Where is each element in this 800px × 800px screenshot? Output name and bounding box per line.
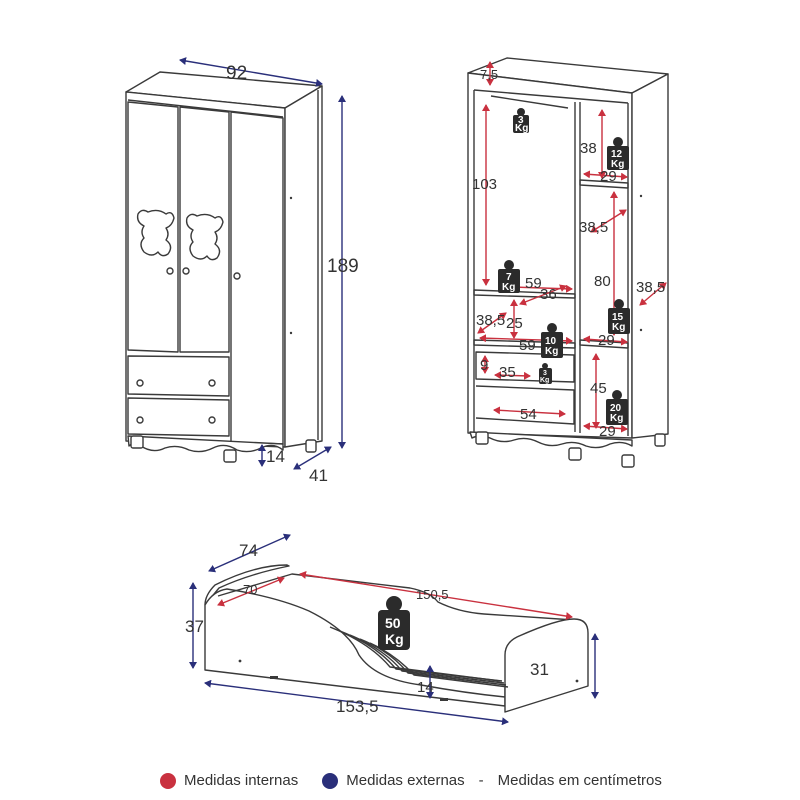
depth-dimension-line (293, 446, 332, 470)
hanging-rail (490, 95, 569, 109)
weight-badge-icon: 3 Kg (513, 108, 529, 134)
bottom-width-label: 54 (520, 406, 537, 423)
legend-item-external: Medidas externas (322, 772, 465, 789)
door-knob-icon (182, 267, 190, 275)
svg-text:Kg: Kg (611, 159, 624, 170)
depth-label: 41 (309, 466, 328, 485)
svg-text:Kg: Kg (515, 123, 528, 134)
svg-text:Kg: Kg (612, 322, 625, 333)
shelf-inner-label: 36 (540, 286, 557, 303)
left-gap-label: 25 (506, 315, 523, 332)
svg-text:Kg: Kg (610, 413, 623, 424)
weight-badge-icon: 15 Kg (608, 299, 630, 334)
bed-length-label: 153,5 (336, 697, 379, 716)
wardrobe-interior-view: 7,5 103 38 29 38,5 80 38,5 59 36 38,5 25… (467, 57, 669, 468)
svg-text:7: 7 (506, 272, 512, 283)
upper-drawer (127, 355, 230, 397)
middle-right-height-label: 80 (594, 273, 611, 290)
width-label: 92 (226, 63, 247, 84)
wardrobe-foot (130, 435, 144, 449)
drawer-knob-icon (208, 416, 216, 424)
upper-right-height-label: 38 (580, 140, 597, 157)
svg-text:Kg: Kg (545, 346, 558, 357)
weight-badge-icon: 12 Kg (607, 137, 629, 170)
svg-text:Kg: Kg (540, 377, 549, 384)
wardrobe-foot (223, 449, 237, 463)
interior-side (631, 73, 669, 439)
top-gap-label: 7,5 (480, 67, 498, 82)
wardrobe-exterior-view: 92 189 41 14 (125, 57, 359, 485)
bed-base-height-label: 14 (417, 679, 434, 696)
bed-foot-height-label: 31 (530, 660, 549, 679)
svg-text:3: 3 (518, 115, 524, 126)
svg-text:50: 50 (385, 615, 401, 631)
legend-item-internal: Medidas internas (160, 772, 298, 789)
interior-divider (574, 102, 581, 433)
drawer-knob-icon (208, 379, 216, 387)
side-depth-label: 38,5 (636, 279, 665, 296)
svg-text:10: 10 (545, 336, 557, 347)
door-knob-icon (233, 272, 241, 280)
weight-badge-icon: 50 Kg (378, 596, 410, 650)
drawer-height-label: 9 (480, 357, 488, 374)
height-label: 189 (327, 256, 359, 277)
bed-view: 50 Kg 74 70 150,5 37 31 14 153,5 (185, 533, 599, 726)
legend-separator: - (478, 772, 484, 789)
lower-right-height-label: 45 (590, 380, 607, 397)
left-depth-label: 38,5 (476, 312, 505, 329)
bed-footboard (504, 618, 589, 713)
drawer-width-label: 35 (499, 364, 516, 381)
wardrobe-foot (654, 433, 666, 447)
door-knob-icon (166, 267, 174, 275)
svg-text:20: 20 (610, 403, 622, 414)
hanging-height-label: 103 (472, 176, 497, 193)
legend-internal-label: Medidas internas (184, 772, 299, 789)
weight-badge-icon: 7 Kg (498, 260, 520, 293)
weight-badge-icon: 3 Kg (539, 363, 552, 384)
internal-dot-icon (160, 772, 176, 789)
bottom-right-width-label: 29 (599, 423, 616, 440)
drawer-knob-icon (136, 379, 144, 387)
upper-right-width-label: 29 (600, 168, 617, 185)
left-door (127, 101, 179, 353)
lower-drawer (127, 397, 230, 437)
legend-unit-note: Medidas em centímetros (497, 772, 662, 789)
middle-door (179, 106, 230, 353)
bear-cutout-icon (185, 213, 224, 261)
wardrobe-foot (568, 447, 582, 461)
middle-right-depth-label: 38,5 (579, 219, 608, 236)
svg-text:3: 3 (543, 370, 547, 377)
bed-height-label: 37 (185, 617, 204, 636)
legend-external-label: Medidas externas (346, 772, 465, 789)
wardrobe-foot (305, 439, 317, 453)
weight-badge-icon: 10 Kg (541, 323, 563, 358)
wardrobe-side (284, 85, 323, 448)
bed-inner-width-label: 70 (243, 582, 257, 597)
mid-right-width-label: 29 (598, 332, 615, 349)
svg-text:Kg: Kg (502, 282, 515, 293)
svg-text:12: 12 (611, 149, 623, 160)
bear-cutout-icon (136, 209, 175, 257)
wardrobe-foot (621, 454, 635, 468)
svg-text:Kg: Kg (385, 631, 404, 647)
bed-inner-length-label: 150,5 (416, 587, 449, 602)
width-dimension-line (179, 57, 323, 87)
weight-badge-icon: 20 Kg (606, 390, 628, 425)
interior-base (469, 431, 633, 449)
legend: Medidas internas Medidas externas - Medi… (160, 772, 662, 789)
middle-shelf-width-label: 59 (519, 337, 536, 354)
bed-slats (329, 626, 509, 688)
svg-text:15: 15 (612, 312, 624, 323)
external-dot-icon (322, 772, 339, 789)
wardrobe-foot (475, 431, 489, 445)
foot-label: 14 (266, 447, 285, 466)
drawer-knob-icon (136, 416, 144, 424)
bed-width-label: 74 (239, 541, 258, 560)
